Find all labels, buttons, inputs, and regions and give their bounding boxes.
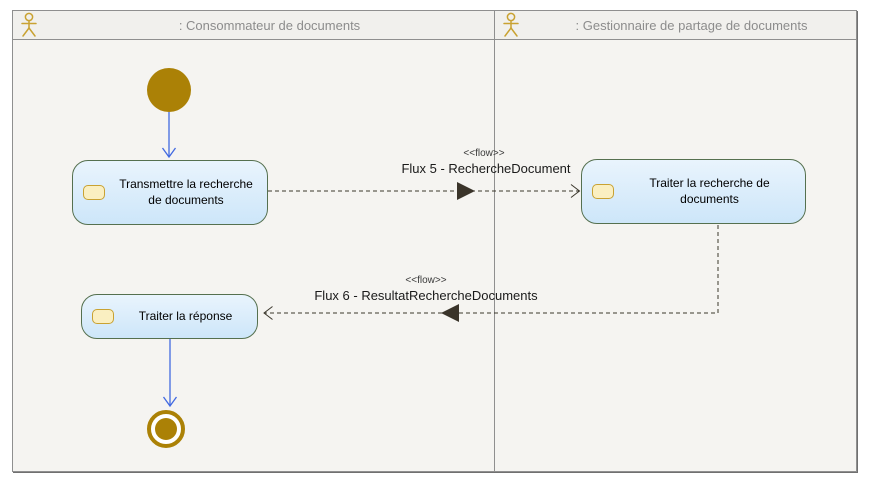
flux6-stereotype: <<flow>> — [326, 275, 526, 287]
swimlane-consommateur: : Consommateur de documents — [13, 11, 494, 471]
activity-label: Traiter la recherche de documents — [614, 176, 805, 207]
uml-activity-diagram: : Consommateur de documents : Gestionnai… — [12, 10, 857, 472]
initial-node — [147, 68, 191, 112]
final-node — [147, 410, 185, 448]
action-icon — [92, 309, 114, 324]
activity-transmettre-recherche: Transmettre la recherche de documents — [72, 160, 268, 225]
actor-icon — [13, 12, 45, 38]
activity-traiter-reponse: Traiter la réponse — [81, 294, 258, 339]
swimlane-gestionnaire: : Gestionnaire de partage de documents — [494, 11, 856, 471]
flux6-label: Flux 6 - ResultatRechercheDocuments — [276, 289, 576, 303]
swimlane-title-gestionnaire: : Gestionnaire de partage de documents — [527, 18, 856, 33]
actor-icon — [495, 12, 527, 38]
activity-label: Transmettre la recherche de documents — [105, 177, 267, 208]
action-icon — [83, 185, 105, 200]
flux5-stereotype: <<flow>> — [384, 148, 584, 160]
action-icon — [592, 184, 614, 199]
swimlane-title-consommateur: : Consommateur de documents — [45, 18, 494, 33]
swimlane-header-consommateur: : Consommateur de documents — [13, 11, 494, 40]
swimlane-header-gestionnaire: : Gestionnaire de partage de documents — [495, 11, 856, 40]
activity-label: Traiter la réponse — [114, 309, 257, 325]
flux5-label: Flux 5 - RechercheDocument — [336, 162, 636, 176]
